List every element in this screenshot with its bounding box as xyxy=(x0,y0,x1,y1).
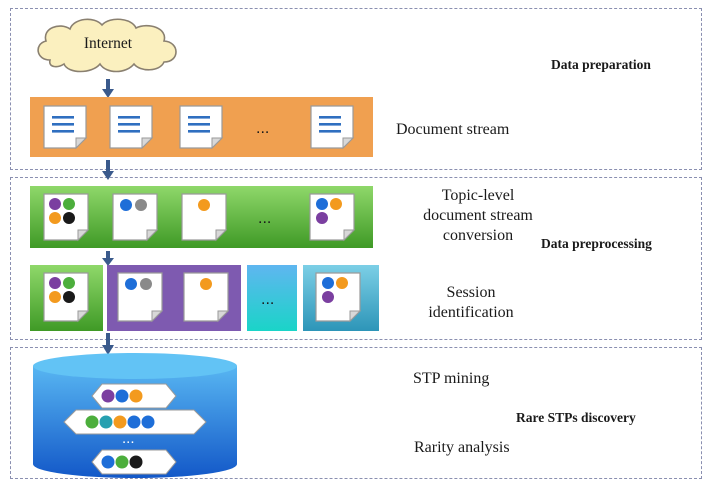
down-arrow-icon xyxy=(102,160,114,180)
data-preparation-title: Data preparation xyxy=(551,57,651,72)
document-icon xyxy=(310,105,355,150)
topic-document-icon xyxy=(183,272,230,323)
down-arrow-icon xyxy=(102,333,114,355)
data-preprocessing-title: Data preprocessing xyxy=(541,236,652,251)
document-icon xyxy=(109,105,154,150)
topic-document-icon xyxy=(112,193,159,242)
down-arrow-icon xyxy=(102,251,114,266)
internet-label: Internet xyxy=(83,35,133,52)
topic-document-icon xyxy=(181,193,228,242)
document-icon xyxy=(43,105,88,150)
internet-cloud-icon xyxy=(37,18,177,73)
pattern-row xyxy=(101,455,143,469)
down-arrow-icon xyxy=(102,79,114,98)
topic-document-icon xyxy=(309,193,356,242)
pattern-dot xyxy=(115,389,129,403)
pattern-dot xyxy=(101,455,115,469)
session-label: Session identification xyxy=(396,283,546,323)
conversion-label-line: Topic-level xyxy=(441,187,515,204)
database-ellipsis: ... xyxy=(122,430,135,447)
pattern-dot xyxy=(115,455,129,469)
pattern-dot xyxy=(141,415,155,429)
conversion-label: Topic-level document stream conversion xyxy=(388,186,568,246)
document-icon xyxy=(179,105,224,150)
pattern-dot xyxy=(127,415,141,429)
session-label-line: identification xyxy=(428,304,514,321)
conversion-stream-ellipsis: ... xyxy=(258,210,272,227)
pattern-dot xyxy=(129,455,143,469)
topic-document-icon xyxy=(117,272,164,323)
session-ellipsis: ... xyxy=(261,291,275,308)
topic-document-icon xyxy=(315,272,362,323)
stp-mining-label: STP mining xyxy=(413,370,490,387)
pattern-dot xyxy=(129,389,143,403)
conversion-label-line: document stream xyxy=(423,207,533,224)
topic-document-icon xyxy=(43,272,90,323)
session-label-line: Session xyxy=(446,284,496,301)
pattern-row xyxy=(85,415,155,429)
pattern-dot xyxy=(85,415,99,429)
document-stream-ellipsis: ... xyxy=(256,120,270,137)
conversion-label-line: conversion xyxy=(442,227,514,244)
pattern-row xyxy=(101,389,143,403)
rare-stps-discovery-title: Rare STPs discovery xyxy=(516,410,636,425)
document-stream-label: Document stream xyxy=(396,121,510,138)
rarity-analysis-label: Rarity analysis xyxy=(414,439,510,456)
pattern-dot xyxy=(101,389,115,403)
session-blue xyxy=(247,265,297,331)
pattern-dot xyxy=(113,415,127,429)
pattern-dot xyxy=(99,415,113,429)
topic-document-icon xyxy=(43,193,90,242)
